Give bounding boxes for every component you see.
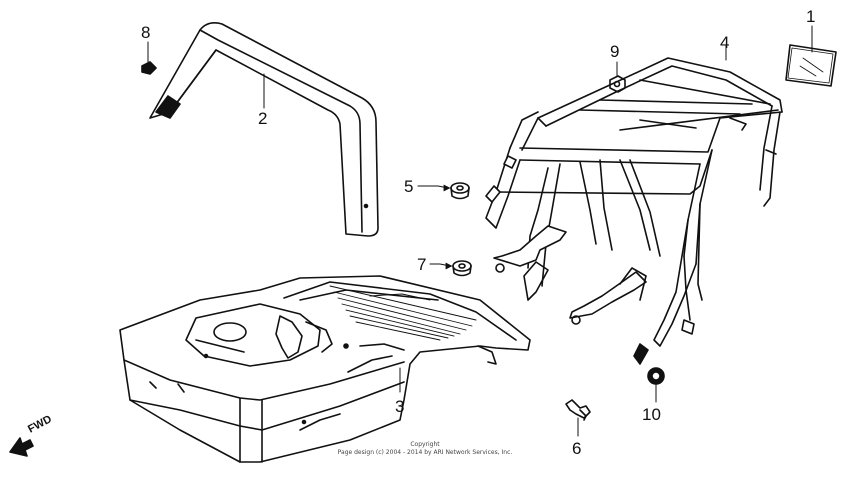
- part-9-nut: [609, 61, 626, 93]
- callout-6: 6: [572, 439, 582, 458]
- copyright-notice: Copyright Page design (c) 2004 - 2014 by…: [300, 441, 550, 457]
- fwd-arrow-icon: [9, 437, 34, 457]
- callout-8: 8: [141, 23, 151, 42]
- callout-10: 10: [642, 405, 661, 424]
- callout-9: 9: [610, 42, 620, 61]
- copyright-line-1: Copyright: [410, 441, 440, 448]
- part-2-guard-bar: [149, 22, 379, 237]
- part-10-cap-nut: [647, 367, 665, 403]
- callout-5: 5: [404, 177, 414, 196]
- part-7-grommet: [429, 260, 472, 277]
- part-6-bolt: [565, 399, 591, 437]
- part-4-carrier-rack: [485, 45, 783, 365]
- callout-4: 4: [720, 33, 730, 52]
- part-8-bolt: [141, 41, 157, 75]
- callout-2: 2: [258, 109, 268, 128]
- callout-7: 7: [417, 255, 427, 274]
- callout-1: 1: [806, 7, 816, 26]
- callout-3: 3: [395, 397, 405, 416]
- part-3-fender-body: [119, 275, 531, 463]
- part-1-plate: [785, 25, 837, 87]
- part-5-grommet: [417, 182, 470, 200]
- copyright-line-2: Page design (c) 2004 - 2014 by ARI Netwo…: [337, 448, 513, 456]
